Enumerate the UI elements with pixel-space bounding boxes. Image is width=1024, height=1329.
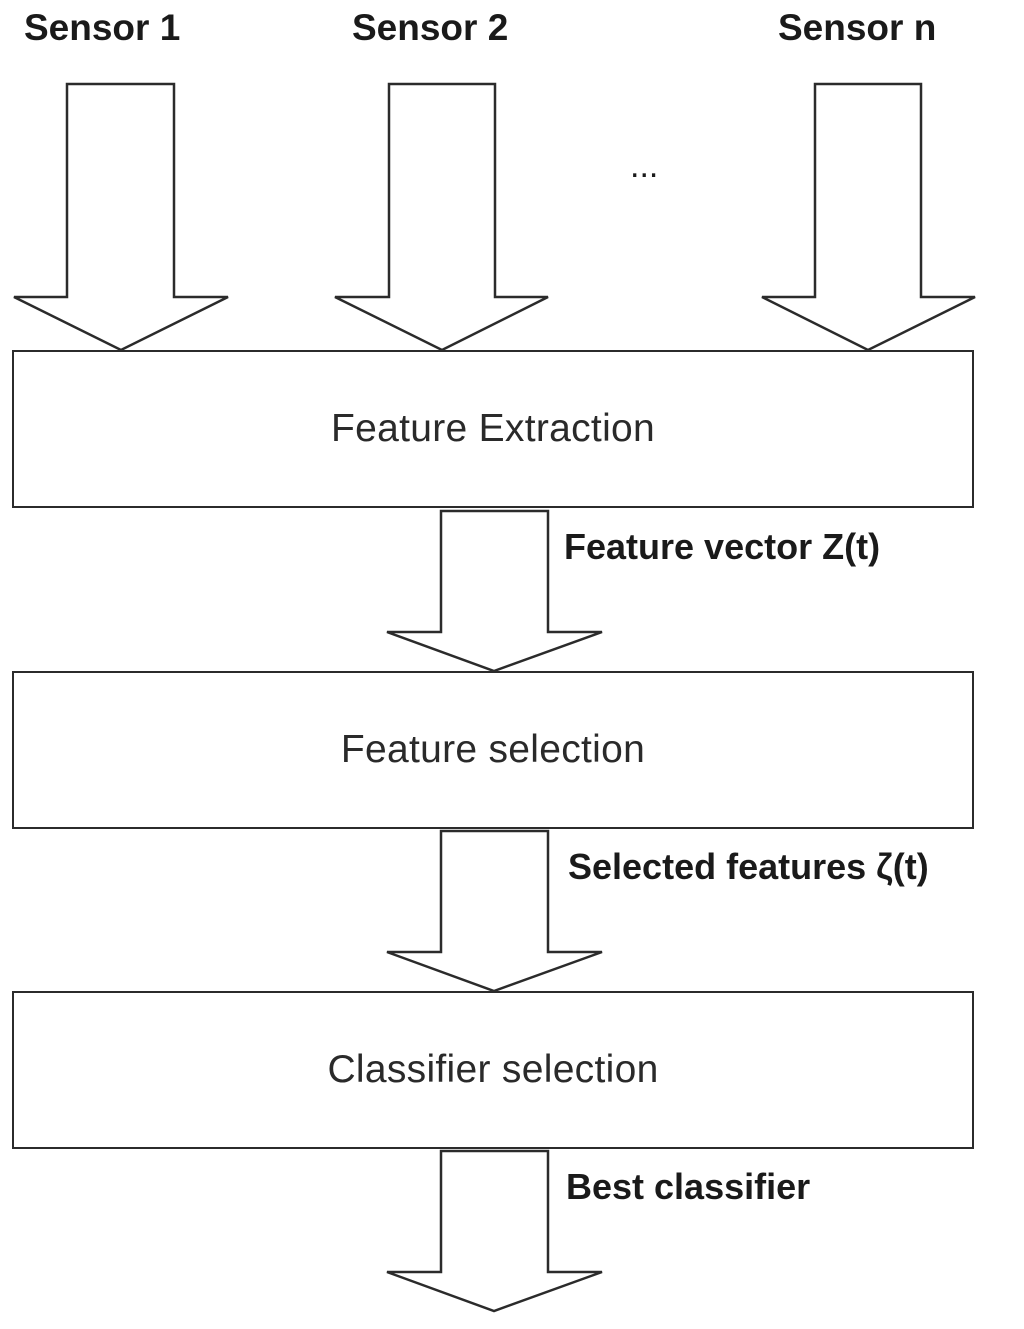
best-classifier-arrow <box>386 1149 603 1313</box>
feature-extraction-label: Feature Extraction <box>330 407 656 450</box>
sensor-2-arrow <box>334 82 549 352</box>
best-classifier-label: Best classifier <box>566 1166 811 1207</box>
selected-features-arrow <box>386 829 603 993</box>
classifier-selection-box: Classifier selection <box>12 991 974 1149</box>
selected-features-label: Selected features ζ(t) <box>568 846 929 887</box>
feature-vector-arrow <box>386 509 603 673</box>
sensor-n-label: Sensor n <box>778 7 937 48</box>
sensor-n-arrow <box>761 82 976 352</box>
sensor-1-label: Sensor 1 <box>24 7 181 48</box>
feature-vector-label: Feature vector Z(t) <box>564 526 881 567</box>
more-sensors-ellipsis: ... <box>630 147 659 185</box>
feature-extraction-box: Feature Extraction <box>12 350 974 508</box>
feature-selection-label: Feature selection <box>340 728 646 771</box>
sensor-1-arrow <box>13 82 229 352</box>
feature-selection-box: Feature selection <box>12 671 974 829</box>
sensor-2-label: Sensor 2 <box>352 7 509 48</box>
classifier-selection-label: Classifier selection <box>327 1048 659 1091</box>
